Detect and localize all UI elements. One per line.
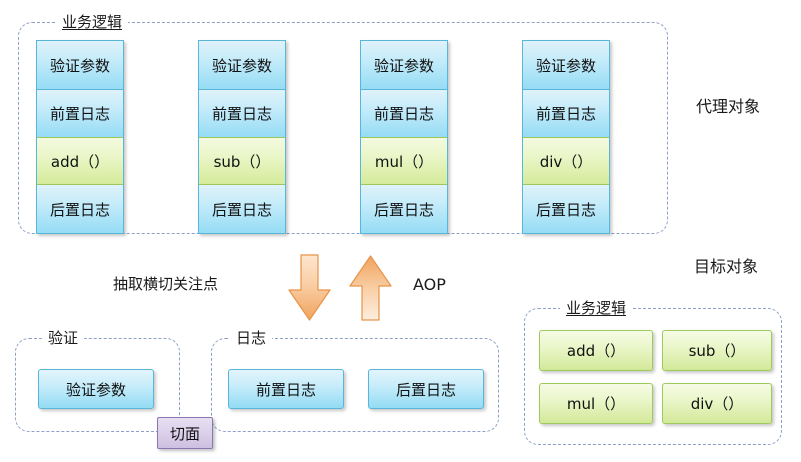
proxy-cell-method: sub（） — [199, 137, 285, 185]
proxy-cell: 前置日志 — [199, 89, 285, 137]
target-method-div: div（） — [662, 383, 772, 424]
proxy-cell: 验证参数 — [199, 41, 285, 89]
proxy-column-sub: 验证参数 前置日志 sub（） 后置日志 — [198, 40, 286, 234]
proxy-column-mul: 验证参数 前置日志 mul（） 后置日志 — [360, 40, 448, 234]
log-panel — [211, 338, 499, 432]
target-object-side-label: 目标对象 — [694, 257, 759, 276]
down-arrow-icon — [287, 254, 332, 322]
extract-crosscutting-label: 抽取横切关注点 — [113, 275, 219, 293]
proxy-cell: 后置日志 — [199, 185, 285, 233]
after-log-box: 后置日志 — [368, 369, 484, 409]
proxy-cell: 前置日志 — [361, 89, 447, 137]
proxy-cell: 后置日志 — [37, 185, 123, 233]
target-method-mul: mul（） — [539, 383, 653, 424]
up-arrow-icon — [348, 254, 393, 322]
proxy-cell-method: div（） — [523, 137, 609, 185]
proxy-cell: 前置日志 — [37, 89, 123, 137]
log-panel-title: 日志 — [230, 329, 273, 347]
before-log-box: 前置日志 — [228, 369, 344, 409]
validation-param-box: 验证参数 — [38, 369, 154, 409]
proxy-panel-title: 业务逻辑 — [56, 13, 129, 31]
target-panel-title: 业务逻辑 — [560, 299, 633, 317]
proxy-cell-method: mul（） — [361, 137, 447, 185]
proxy-column-add: 验证参数 前置日志 add（） 后置日志 — [36, 40, 124, 234]
target-method-add: add（） — [539, 330, 653, 371]
validation-panel — [15, 338, 180, 432]
proxy-cell: 验证参数 — [523, 41, 609, 89]
proxy-cell: 后置日志 — [361, 185, 447, 233]
aop-label: AOP — [413, 275, 446, 294]
proxy-cell: 后置日志 — [523, 185, 609, 233]
proxy-cell: 验证参数 — [37, 41, 123, 89]
proxy-cell: 前置日志 — [523, 89, 609, 137]
proxy-object-side-label: 代理对象 — [696, 97, 761, 116]
validation-panel-title: 验证 — [42, 329, 85, 347]
proxy-object-panel — [18, 22, 668, 234]
proxy-column-div: 验证参数 前置日志 div（） 后置日志 — [522, 40, 610, 234]
target-object-panel — [524, 308, 782, 445]
proxy-cell-method: add（） — [37, 137, 123, 185]
aspect-chip: 切面 — [157, 417, 213, 449]
target-method-sub: sub（） — [662, 330, 772, 371]
proxy-cell: 验证参数 — [361, 41, 447, 89]
